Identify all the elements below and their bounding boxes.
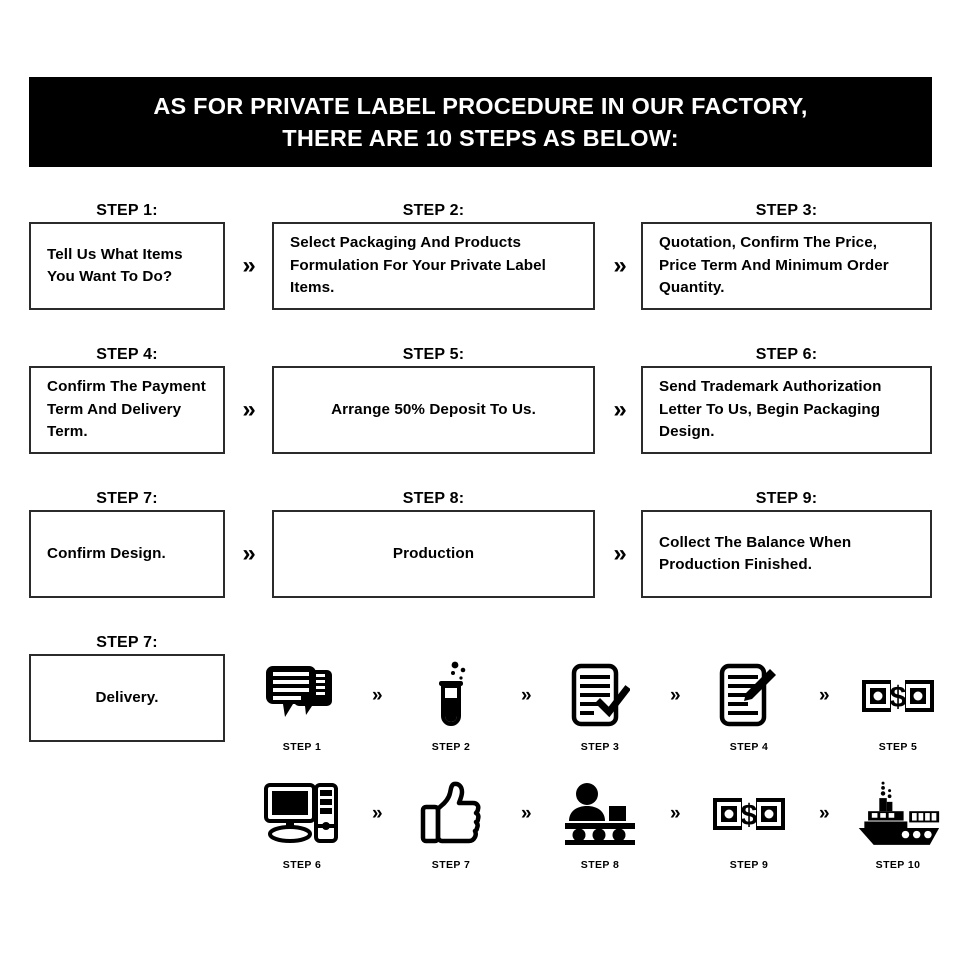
step-label-5: STEP 5: [402, 346, 465, 363]
cargo-ship-icon [855, 778, 941, 850]
step-cell-2: STEP 2: Select Packaging And Products Fo… [272, 200, 595, 310]
step-cell-9: STEP 9: Collect The Balance When Product… [641, 488, 932, 598]
icon-caption-8: STEP 8 [580, 859, 620, 871]
flow-row-3: STEP 7: Confirm Design. » STEP 8: Produc… [0, 488, 960, 632]
step-box-2[interactable]: Select Packaging And Products Formulatio… [272, 222, 595, 310]
step-label-3: STEP 3: [755, 202, 818, 219]
icon-arrow-7-icon: » [669, 803, 681, 824]
flow-arrow-6-icon: » [613, 540, 626, 567]
flow-row-4: STEP 7: Delivery. [0, 632, 960, 776]
step-text-4: Confirm The Payment Term And Delivery Te… [47, 378, 206, 441]
step-box-6[interactable]: Send Trademark Authorization Letter To U… [641, 366, 932, 454]
step-text-3: Quotation, Confirm The Price, Price Term… [659, 234, 889, 297]
step-box-4[interactable]: Confirm The Payment Term And Delivery Te… [29, 366, 225, 454]
flow-arrow-5-icon: » [242, 540, 255, 567]
step-cell-8: STEP 8: Production [272, 488, 595, 598]
icon-arrow-8-icon: » [818, 803, 830, 824]
icon-step-7[interactable]: STEP 7 [399, 778, 503, 871]
icon-caption-6: STEP 6 [282, 859, 322, 871]
chat-bubbles-icon [259, 660, 345, 732]
step-box-7[interactable]: Confirm Design. [29, 510, 225, 598]
document-check-icon [557, 660, 643, 732]
step-text-2: Select Packaging And Products Formulatio… [290, 234, 547, 297]
step-box-5[interactable]: Arrange 50% Deposit To Us. [272, 366, 595, 454]
step-box-10[interactable]: Delivery. [29, 654, 225, 742]
icon-caption-5: STEP 5 [878, 741, 918, 753]
icon-step-10[interactable]: STEP 10 [846, 778, 950, 871]
step-box-8[interactable]: Production [272, 510, 595, 598]
thumbs-up-icon [408, 778, 494, 850]
flow-arrow-3-icon: » [242, 396, 255, 423]
step-text-7: Confirm Design. [47, 544, 166, 562]
step-text-8: Production [392, 544, 475, 562]
flow-row-2: STEP 4: Confirm The Payment Term And Del… [0, 344, 960, 488]
step-flow: STEP 1: Tell Us What Items You Want To D… [0, 200, 960, 776]
step-text-1: Tell Us What Items You Want To Do? [47, 245, 183, 286]
conveyor-belt-worker-icon [557, 778, 643, 850]
step-cell-1: STEP 1: Tell Us What Items You Want To D… [29, 200, 225, 310]
step-label-7: STEP 7: [96, 490, 158, 507]
icon-step-1[interactable]: STEP 1 [250, 660, 354, 753]
icon-strip: STEP 1 » STEP 2 » [250, 660, 950, 896]
step-label-6: STEP 6: [755, 346, 818, 363]
svg-text:$: $ [890, 681, 907, 714]
icon-caption-10: STEP 10 [875, 859, 921, 871]
icon-caption-9: STEP 9 [729, 859, 769, 871]
icon-caption-3: STEP 3 [580, 741, 620, 753]
step-text-5: Arrange 50% Deposit To Us. [331, 400, 536, 418]
icon-arrow-5-icon: » [371, 803, 383, 824]
step-box-3[interactable]: Quotation, Confirm The Price, Price Term… [641, 222, 932, 310]
flow-arrow-1-icon: » [242, 252, 255, 279]
icon-caption-7: STEP 7 [431, 859, 471, 871]
icon-row-2: STEP 6 » STEP 7 » [250, 778, 950, 896]
step-cell-4: STEP 4: Confirm The Payment Term And Del… [29, 344, 225, 454]
icon-arrow-3-icon: » [669, 685, 681, 706]
banknote-dollar-icon: $ [706, 778, 792, 850]
test-tube-icon [408, 660, 494, 732]
banner-title-line-1: AS FOR PRIVATE LABEL PROCEDURE IN OUR FA… [153, 92, 808, 119]
icon-step-9[interactable]: $ STEP 9 [697, 778, 801, 871]
flow-arrow-2-icon: » [613, 252, 626, 279]
step-cell-7: STEP 7: Confirm Design. [29, 488, 225, 598]
icon-step-2[interactable]: STEP 2 [399, 660, 503, 753]
step-label-2: STEP 2: [402, 202, 465, 219]
flow-row-1: STEP 1: Tell Us What Items You Want To D… [0, 200, 960, 344]
step-cell-5: STEP 5: Arrange 50% Deposit To Us. [272, 344, 595, 454]
step-box-9[interactable]: Collect The Balance When Production Fini… [641, 510, 932, 598]
step-text-6: Send Trademark Authorization Letter To U… [659, 378, 882, 441]
step-label-4: STEP 4: [96, 346, 158, 363]
icon-arrow-6-icon: » [520, 803, 532, 824]
step-box-1[interactable]: Tell Us What Items You Want To Do? [29, 222, 225, 310]
icon-arrow-4-icon: » [818, 685, 830, 706]
icon-step-8[interactable]: STEP 8 [548, 778, 652, 871]
step-label-1: STEP 1: [96, 202, 158, 219]
icon-caption-1: STEP 1 [282, 741, 322, 753]
icon-step-4[interactable]: STEP 4 [697, 660, 801, 753]
step-label-10: STEP 7: [96, 634, 158, 651]
step-text-9: Collect The Balance When Production Fini… [659, 533, 852, 574]
step-cell-3: STEP 3: Quotation, Confirm The Price, Pr… [641, 200, 932, 310]
step-text-10: Delivery. [95, 688, 159, 706]
icon-arrow-2-icon: » [520, 685, 532, 706]
step-label-8: STEP 8: [402, 490, 465, 507]
svg-text:$: $ [741, 799, 758, 832]
icon-row-1: STEP 1 » STEP 2 » [250, 660, 950, 778]
document-pen-icon [706, 660, 792, 732]
step-cell-6: STEP 6: Send Trademark Authorization Let… [641, 344, 932, 454]
desktop-computer-icon [259, 778, 345, 850]
step-label-9: STEP 9: [755, 490, 818, 507]
icon-caption-2: STEP 2 [431, 741, 471, 753]
flow-arrow-4-icon: » [613, 396, 626, 423]
banner-title-line-2: THERE ARE 10 STEPS AS BELOW: [282, 125, 679, 151]
icon-step-5[interactable]: $ STEP 5 [846, 660, 950, 753]
icon-arrow-1-icon: » [371, 685, 383, 706]
icon-step-3[interactable]: STEP 3 [548, 660, 652, 753]
banknote-dollar-icon: $ [855, 660, 941, 732]
icon-caption-4: STEP 4 [729, 741, 769, 753]
header-banner: AS FOR PRIVATE LABEL PROCEDURE IN OUR FA… [29, 77, 932, 167]
icon-step-6[interactable]: STEP 6 [250, 778, 354, 871]
step-cell-10: STEP 7: Delivery. [29, 632, 225, 742]
